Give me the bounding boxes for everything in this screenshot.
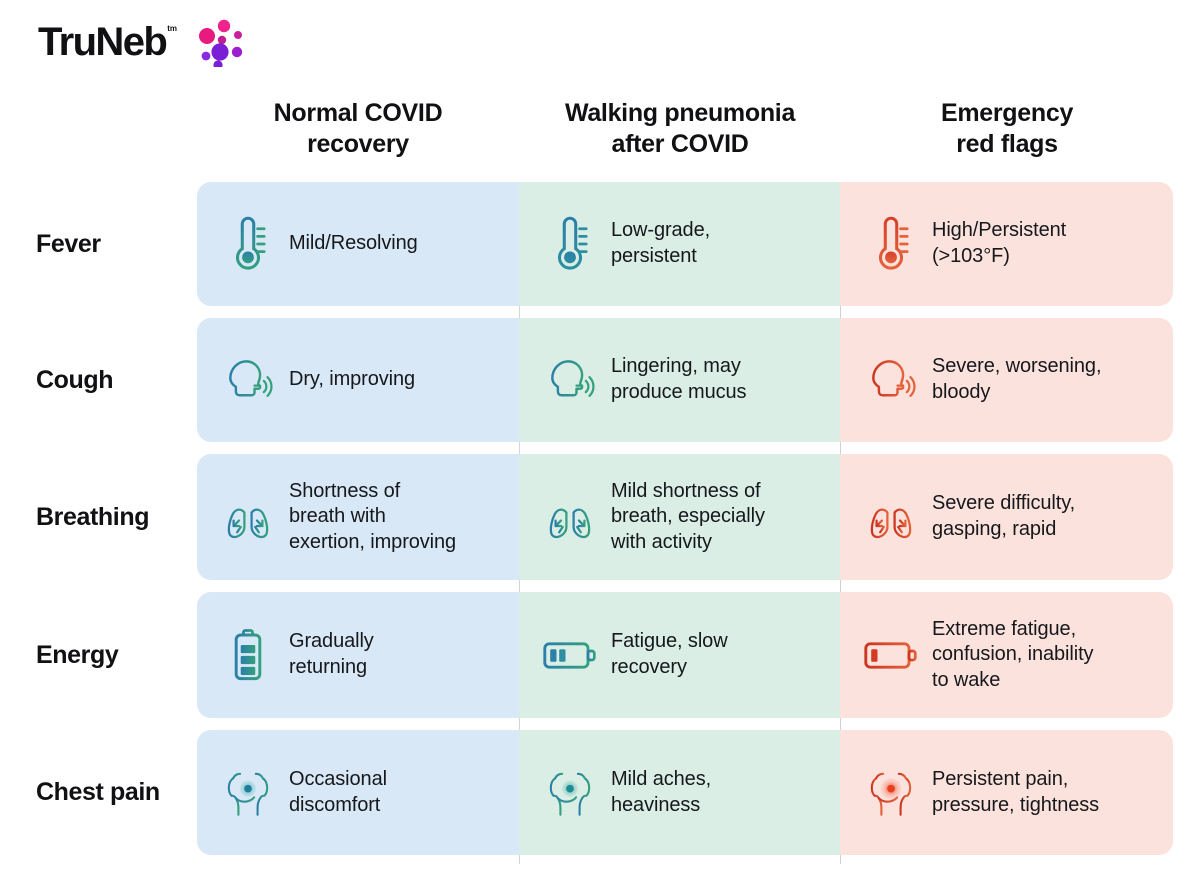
thermometer-icon: [221, 213, 275, 275]
cell-text: Persistent pain, pressure, tightness: [932, 767, 1100, 816]
cell-text: Mild shortness of breath, especially wit…: [611, 479, 765, 553]
cell-text: Mild aches, heaviness: [611, 767, 712, 816]
table-row: Cough Dr: [0, 318, 1200, 442]
cell-breathing-walking: Mild shortness of breath, especially wit…: [519, 454, 840, 580]
cell-chest-walking: Mild aches, heaviness: [519, 730, 840, 855]
column-header-normal: Normal COVID recovery: [273, 99, 443, 158]
battery-icon: [221, 624, 275, 686]
cell-text: Lingering, may produce mucus: [611, 355, 747, 403]
cell-text: Mild/Resolving: [289, 232, 418, 255]
coughing-head-icon: [221, 349, 275, 411]
brand-name: TruNeb: [38, 20, 168, 64]
cell-cough-emergency: Severe, worsening, bloody: [840, 318, 1173, 442]
cell-breathing-normal: Shortness of breath with exertion, impro…: [197, 454, 519, 580]
cell-text: Gradually returning: [289, 630, 374, 678]
row-label-fever: Fever: [36, 229, 101, 258]
cell-cough-normal: Dry, improving: [197, 318, 519, 442]
trademark-symbol: tm: [167, 24, 177, 33]
column-header-walking: Walking pneumonia after COVID: [564, 99, 796, 158]
lungs-icon: [221, 486, 275, 548]
cell-text: Dry, improving: [289, 368, 416, 391]
cell-energy-walking: Fatigue, slow recovery: [519, 592, 840, 718]
cell-energy-emergency: Extreme fatigue, confusion, inability to…: [840, 592, 1173, 718]
brand-dots-icon: [199, 19, 243, 67]
chest-torso-icon: [543, 762, 597, 824]
brand-logo: TruNeb tm: [38, 22, 177, 62]
coughing-head-icon: [864, 349, 918, 411]
lungs-icon: [864, 486, 918, 548]
table-row: Breathing: [0, 454, 1200, 580]
row-label-chest-pain: Chest pain: [36, 778, 160, 806]
column-header-emergency: Emergency red flags: [940, 99, 1074, 158]
cell-text: Shortness of breath with exertion, impro…: [289, 479, 457, 553]
row-label-cough: Cough: [36, 365, 114, 394]
lungs-icon: [543, 486, 597, 548]
battery-icon: [864, 624, 918, 686]
battery-icon: [543, 624, 597, 686]
cell-text: Severe difficulty, gasping, rapid: [932, 492, 1076, 540]
cell-fever-walking: Low-grade, persistent: [519, 182, 840, 306]
cell-breathing-emergency: Severe difficulty, gasping, rapid: [840, 454, 1173, 580]
cell-fever-emergency: High/Persistent (>103°F): [840, 182, 1173, 306]
cell-text: High/Persistent (>103°F): [932, 219, 1067, 267]
cell-text: Extreme fatigue, confusion, inability to…: [932, 617, 1094, 691]
table-row: Energy Gradually returning: [0, 592, 1200, 718]
cell-cough-walking: Lingering, may produce mucus: [519, 318, 840, 442]
cell-text: Severe, worsening, bloody: [932, 355, 1102, 403]
comparison-grid: Fever Mild/Resolving: [0, 182, 1200, 867]
cell-energy-normal: Gradually returning: [197, 592, 519, 718]
row-label-energy: Energy: [36, 640, 119, 669]
cell-chest-emergency: Persistent pain, pressure, tightness: [840, 730, 1173, 855]
cell-fever-normal: Mild/Resolving: [197, 182, 519, 306]
table-row: Fever Mild/Resolving: [0, 182, 1200, 306]
cell-text: Low-grade, persistent: [611, 219, 711, 267]
thermometer-icon: [543, 213, 597, 275]
table-row: Chest pain: [0, 730, 1200, 855]
chest-torso-icon: [221, 762, 275, 824]
row-label-breathing: Breathing: [36, 502, 150, 531]
column-headers: Normal COVID recovery Walking pneumonia …: [197, 98, 1173, 176]
cell-text: Occasional discomfort: [289, 767, 387, 816]
cell-text: Fatigue, slow recovery: [611, 630, 728, 678]
coughing-head-icon: [543, 349, 597, 411]
chest-torso-icon: [864, 762, 918, 824]
thermometer-icon: [864, 213, 918, 275]
cell-chest-normal: Occasional discomfort: [197, 730, 519, 855]
